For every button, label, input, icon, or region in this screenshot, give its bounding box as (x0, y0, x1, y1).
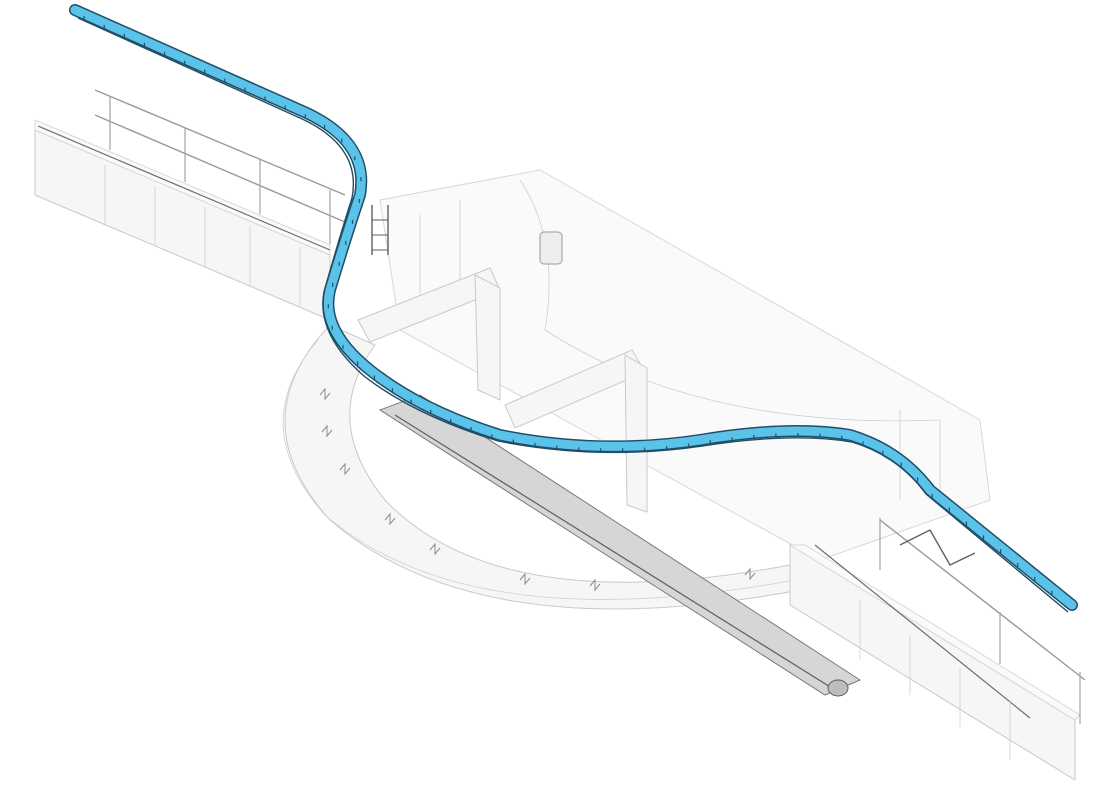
arc-deck-marking (429, 542, 441, 556)
highlighted-track-fill (70, 5, 1077, 610)
right-access-stairs (899, 529, 976, 566)
central-enclosure (379, 169, 991, 561)
right-walkway-track (814, 544, 1031, 719)
arc-deck-marking (589, 578, 601, 592)
portal-frames (357, 267, 648, 513)
arc-deck-marking (519, 572, 531, 586)
portal-frame-1-leg (474, 274, 501, 401)
right-walkway-top (788, 544, 1081, 721)
enclosure-floor (379, 169, 991, 561)
left-walkway-deck (34, 129, 331, 321)
left-access-ladder (371, 205, 389, 255)
arc-walkway-edge (282, 339, 796, 600)
arc-deck-marking (744, 567, 756, 581)
highlighted-track-underrail (77, 17, 1069, 613)
enclosure-curved-wall (544, 329, 941, 422)
arc-deck-marking (384, 512, 396, 526)
enclosure-control-box (539, 231, 563, 265)
arc-deck-marking (339, 462, 351, 476)
roller-conveyor-edge (394, 414, 836, 691)
left-handrail-top (94, 89, 346, 196)
left-handrail-mid (94, 114, 346, 223)
right-walkway (788, 518, 1086, 781)
highlighted-track (69, 4, 1078, 613)
arc-deck-marking (321, 424, 333, 438)
portal-frame-2-leg (624, 354, 648, 513)
arc-deck-marking (319, 387, 331, 401)
roller-end-cap (827, 679, 849, 697)
left-walkway-track (37, 125, 331, 251)
right-handrail-top (879, 519, 1086, 681)
lower-roller-conveyor (378, 394, 862, 697)
left-walkway (34, 89, 346, 321)
